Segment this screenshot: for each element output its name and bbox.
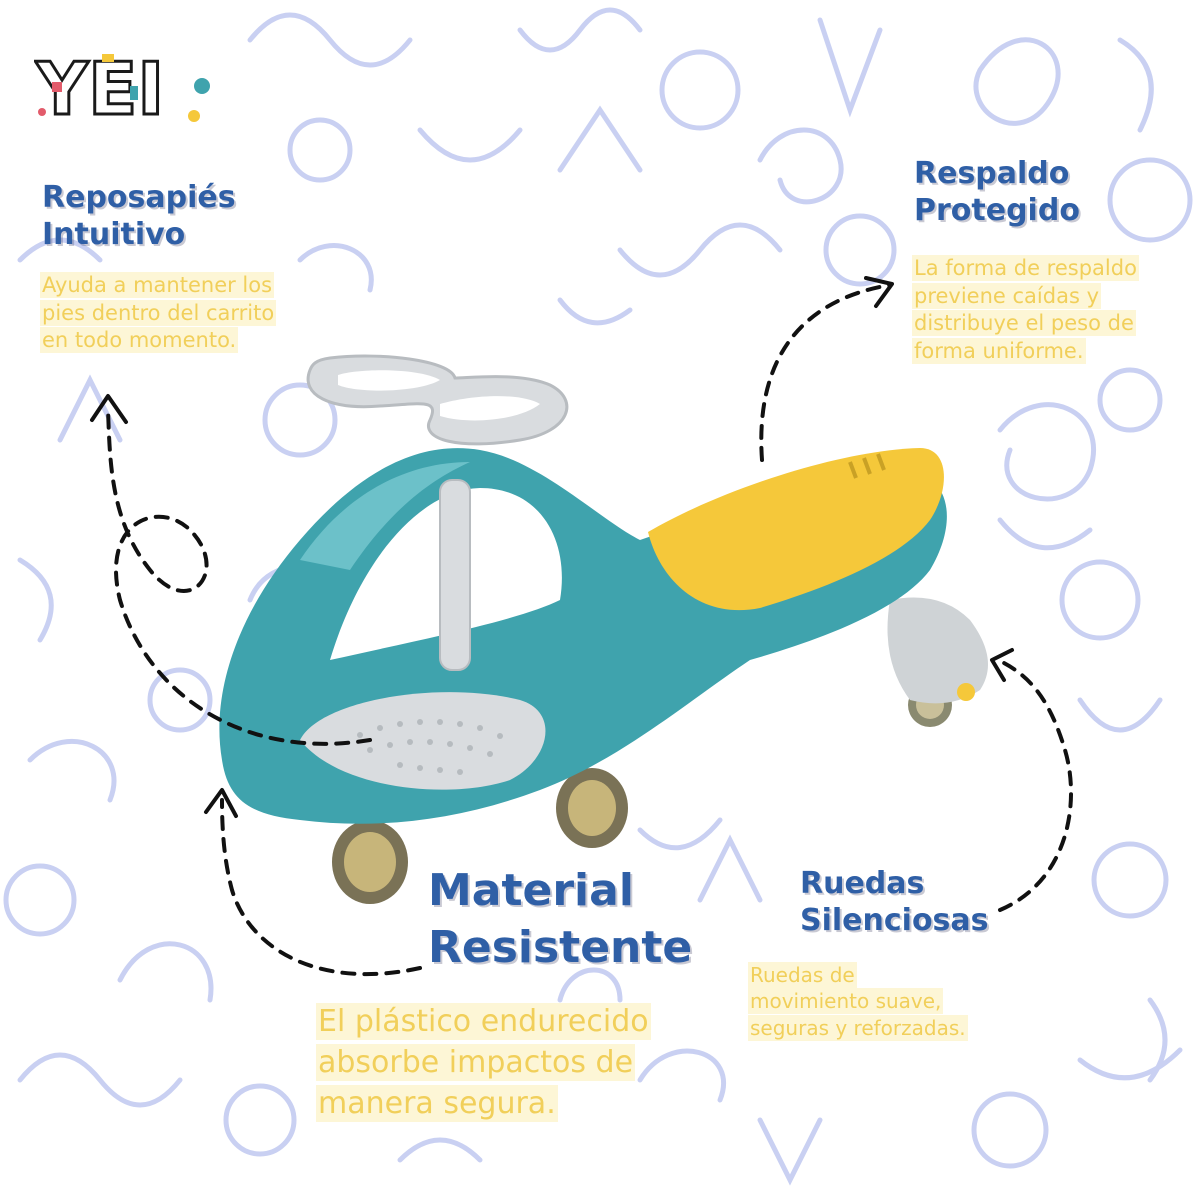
wheels-title-line1: Ruedas — [800, 866, 925, 901]
backrest-desc-line: La forma de respaldo — [912, 255, 1139, 281]
material-desc-line: manera segura. — [316, 1084, 558, 1122]
wheels-title-line2: Silenciosas — [800, 902, 989, 938]
footrest-desc-line: Ayuda a mantener los — [40, 272, 275, 298]
backrest-desc-line: forma uniforme. — [912, 338, 1086, 365]
material-description: El plástico endurecido absorbe impactos … — [316, 1002, 651, 1124]
material-title: Material Resistente — [428, 862, 692, 976]
material-title-line2: Resistente — [428, 922, 693, 974]
material-title-line1: Material — [428, 865, 634, 916]
footrest-desc-line: pies dentro del carrito — [40, 299, 277, 326]
wheels-desc-line: Ruedas de — [748, 962, 857, 988]
material-desc-line: absorbe impactos de — [316, 1043, 636, 1081]
backrest-desc-line: previene caídas y — [912, 282, 1102, 309]
wheels-desc-line: seguras y reforzadas. — [748, 1014, 968, 1041]
footrest-desc-line: en todo momento. — [40, 327, 239, 354]
backrest-description: La forma de respaldo previene caídas y d… — [912, 255, 1139, 366]
wheels-title: Ruedas Silenciosas — [800, 866, 989, 939]
footrest-description: Ayuda a mantener los pies dentro del car… — [40, 272, 277, 355]
backrest-desc-line: distribuye el peso de — [912, 310, 1136, 337]
footrest-title-line1: Reposapiés — [42, 180, 236, 215]
backrest-title-line1: Respaldo — [914, 156, 1070, 191]
wheels-desc-line: movimiento suave, — [748, 988, 944, 1015]
yei-logo: YEI — [34, 42, 214, 133]
material-desc-line: El plástico endurecido — [316, 1003, 651, 1040]
backrest-title: Respaldo Protegido — [914, 156, 1080, 229]
footrest-title-line2: Intuitivo — [42, 216, 186, 252]
wheels-description: Ruedas de movimiento suave, seguras y re… — [748, 962, 968, 1041]
backrest-title-line2: Protegido — [914, 192, 1080, 228]
footrest-title: Reposapiés Intuitivo — [42, 180, 236, 253]
